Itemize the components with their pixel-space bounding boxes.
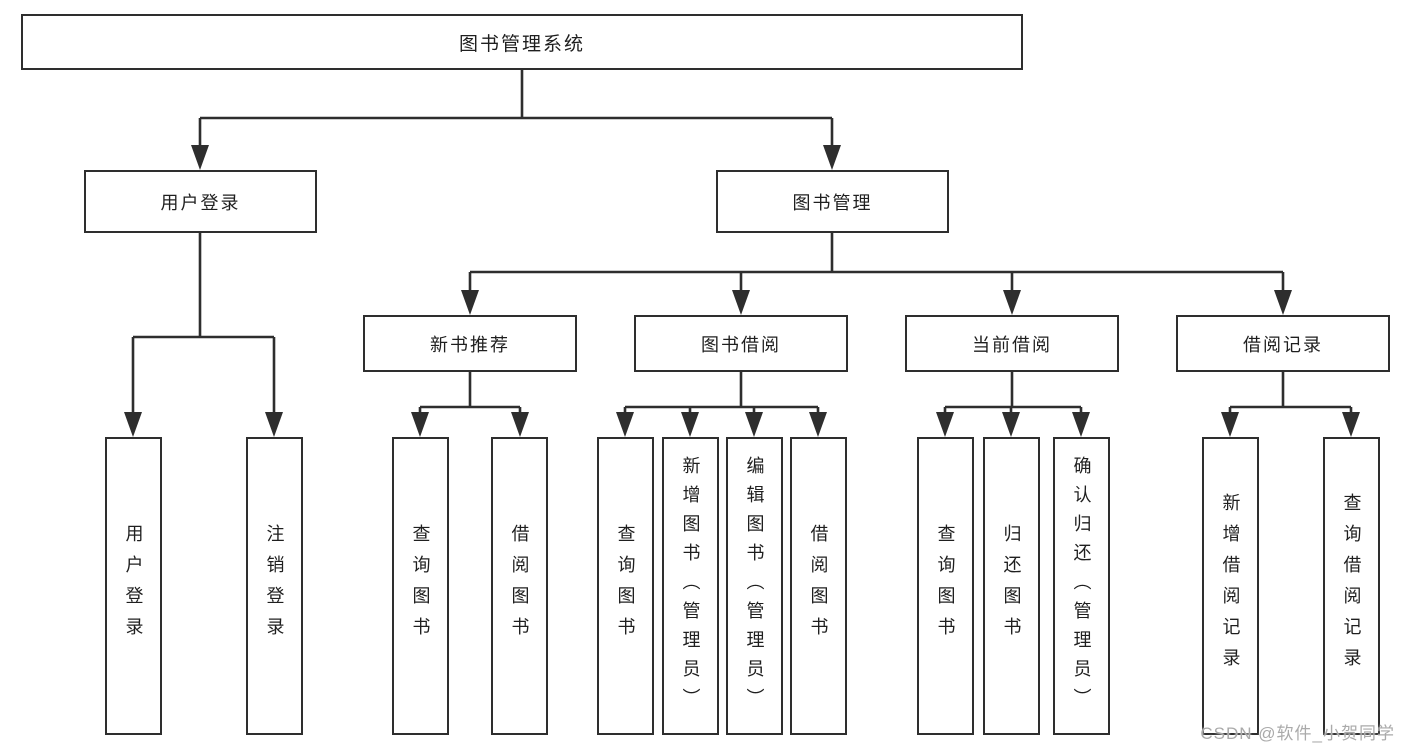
connector-book-borrowing-children <box>616 372 827 437</box>
node-query-books-recommend: 查询图书 <box>392 437 449 735</box>
node-user-login-action: 用户登录 <box>105 437 162 735</box>
node-add-borrow-record: 新增借阅记录 <box>1202 437 1259 735</box>
node-add-books-admin: 新增图书（管理员） <box>662 437 719 735</box>
node-book-borrowing-label: 图书借阅 <box>701 334 781 355</box>
node-confirm-return-admin: 确认归还（管理员） <box>1053 437 1110 735</box>
node-user-login: 用户登录 <box>84 170 317 233</box>
node-edit-books-admin-label: 编辑图书（管理员） <box>744 455 765 717</box>
node-query-books-borrowing: 查询图书 <box>597 437 654 735</box>
connector-current-borrowing-children <box>936 372 1090 437</box>
node-logout-action-label: 注销登录 <box>264 524 285 648</box>
node-book-borrowing: 图书借阅 <box>634 315 848 372</box>
connector-borrowing-records-children <box>1221 372 1360 437</box>
node-add-borrow-record-label: 新增借阅记录 <box>1220 493 1241 679</box>
node-book-management-label: 图书管理 <box>792 192 873 213</box>
node-edit-books-admin: 编辑图书（管理员） <box>726 437 783 735</box>
connector-book-management-children <box>461 233 1292 315</box>
node-borrow-books-label: 借阅图书 <box>808 524 829 648</box>
node-current-borrowing-label: 当前借阅 <box>972 334 1052 355</box>
node-borrowing-records-label: 借阅记录 <box>1243 334 1323 355</box>
node-query-borrow-record-label: 查询借阅记录 <box>1341 493 1362 679</box>
node-logout-action: 注销登录 <box>246 437 303 735</box>
node-current-borrowing: 当前借阅 <box>905 315 1119 372</box>
watermark: CSDN @软件_小贺同学 <box>1200 724 1395 743</box>
node-confirm-return-admin-label: 确认归还（管理员） <box>1071 455 1092 717</box>
node-query-books-recommend-label: 查询图书 <box>410 524 431 648</box>
node-return-books: 归还图书 <box>983 437 1040 735</box>
node-borrow-books-recommend: 借阅图书 <box>491 437 548 735</box>
node-query-books-current: 查询图书 <box>917 437 974 735</box>
connector-user-login-children <box>124 233 283 437</box>
node-query-books-borrowing-label: 查询图书 <box>615 524 636 648</box>
node-return-books-label: 归还图书 <box>1001 524 1022 648</box>
node-borrowing-records: 借阅记录 <box>1176 315 1390 372</box>
connector-new-book-children <box>411 372 529 437</box>
node-root-system: 图书管理系统 <box>21 14 1023 70</box>
node-user-login-action-label: 用户登录 <box>123 524 144 648</box>
node-user-login-label: 用户登录 <box>160 192 241 213</box>
connector-root-to-level2 <box>191 70 841 170</box>
node-book-management: 图书管理 <box>716 170 949 233</box>
node-new-book-recommend-label: 新书推荐 <box>430 334 510 355</box>
node-borrow-books-recommend-label: 借阅图书 <box>509 524 530 648</box>
node-borrow-books: 借阅图书 <box>790 437 847 735</box>
node-query-borrow-record: 查询借阅记录 <box>1323 437 1380 735</box>
node-add-books-admin-label: 新增图书（管理员） <box>680 455 701 717</box>
node-root-system-label: 图书管理系统 <box>458 33 585 55</box>
node-new-book-recommend: 新书推荐 <box>363 315 577 372</box>
node-query-books-current-label: 查询图书 <box>935 524 956 648</box>
